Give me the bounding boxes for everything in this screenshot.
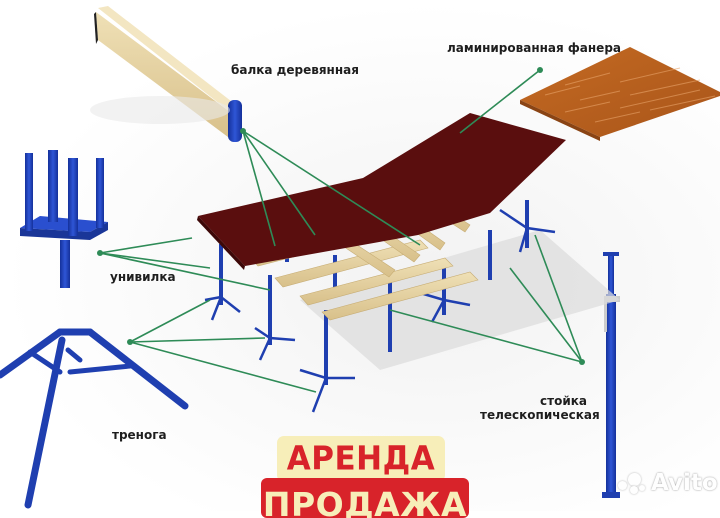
rent-banner-text: АРЕНДА (286, 440, 436, 478)
tripod-illustration (0, 328, 189, 509)
label-telescopic-prop: стойка телескопическая (480, 394, 600, 422)
leader-lines (99, 69, 583, 393)
avito-watermark: Avito (618, 470, 718, 496)
wooden-beam-illustration (90, 6, 242, 142)
rent-banner: АРЕНДА (277, 436, 445, 482)
label-wooden-beam: балка деревянная (231, 63, 359, 77)
label-telescopic-prop-line2: телескопическая (480, 408, 600, 422)
label-tripod: тренога (112, 428, 167, 442)
avito-logo-icon (618, 471, 648, 495)
label-telescopic-prop-line1: стойка (540, 394, 587, 408)
plywood-sheet-illustration (520, 47, 720, 141)
label-fork-head: унивилка (110, 270, 176, 284)
label-laminated-plywood: ламинированная фанера (447, 41, 622, 55)
formwork-table-illustration (197, 113, 566, 413)
avito-brand-text: Avito (651, 470, 718, 496)
sale-banner: ПРОДАЖА (261, 478, 469, 518)
sale-banner-text: ПРОДАЖА (262, 485, 468, 518)
fork-head-illustration (20, 150, 108, 288)
